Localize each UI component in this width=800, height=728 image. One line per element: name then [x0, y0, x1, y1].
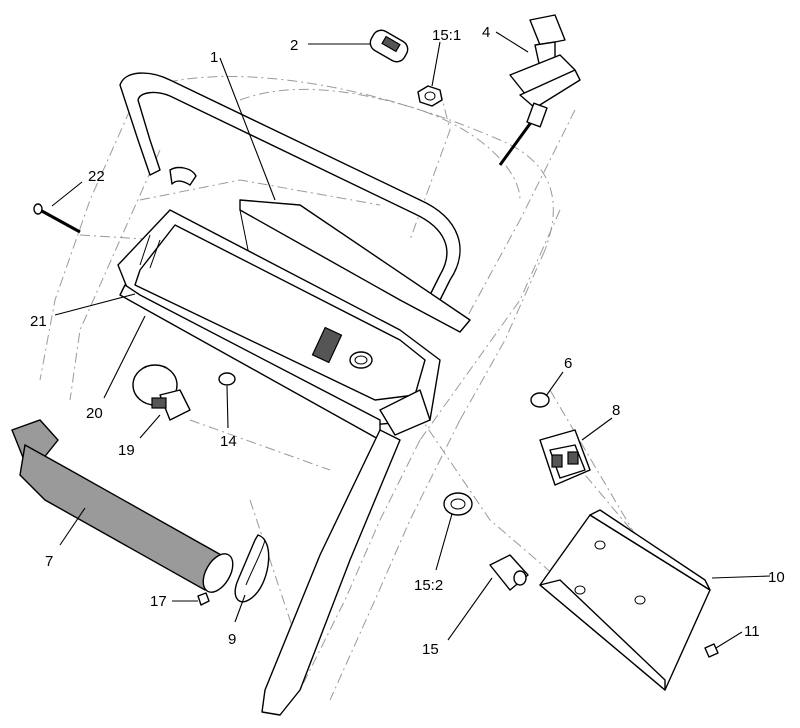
leader-20 [103, 315, 146, 399]
part-15-1-nut [417, 85, 443, 107]
callout-19: 19 [118, 442, 135, 459]
callout-11: 11 [744, 623, 760, 640]
callout-labels: 1 2 15:1 4 22 21 20 19 14 6 8 7 15:2 10 … [30, 24, 785, 658]
callout-10: 10 [768, 569, 785, 586]
callout-1: 1 [210, 49, 218, 66]
callout-8: 8 [612, 402, 620, 419]
callout-15-1: 15:1 [432, 27, 461, 44]
lower-frame-tube [261, 429, 401, 716]
callout-7: 7 [45, 553, 53, 570]
leader-9 [234, 594, 246, 623]
leader-10 [711, 575, 771, 579]
leader-15-1 [431, 41, 441, 87]
callout-2: 2 [290, 37, 298, 54]
leader-1 [219, 57, 276, 201]
part-2-key-switch [369, 29, 409, 63]
part-14-nut [218, 372, 236, 386]
leader-11 [715, 631, 743, 649]
bail-handle [119, 72, 461, 301]
part-15-plug [489, 554, 529, 591]
leader-6 [545, 371, 564, 397]
part-8-switch [539, 429, 591, 486]
part-17-screw [197, 592, 210, 606]
part-6-nut [530, 392, 550, 408]
callout-6: 6 [564, 355, 572, 372]
callout-22: 22 [88, 168, 105, 185]
callout-21: 21 [30, 313, 47, 330]
callout-20: 20 [86, 405, 103, 422]
part-20-control-panel [117, 209, 441, 441]
part-19-knob [132, 364, 191, 421]
part-4-throttle-control [498, 14, 581, 166]
part-7-cylinder [11, 419, 234, 593]
leader-7 [59, 507, 86, 546]
leader-19 [139, 414, 161, 439]
callout-4: 4 [482, 24, 490, 41]
leader-4 [495, 31, 529, 53]
leader-14 [226, 385, 229, 429]
leader-lines [51, 31, 771, 649]
leader-22 [51, 181, 83, 207]
part-10-bracket [539, 509, 711, 691]
part-11-screw [704, 643, 719, 658]
leader-15 [447, 577, 493, 641]
part-9-strap [234, 534, 270, 603]
callout-14: 14 [220, 433, 237, 450]
leader-15-2 [435, 513, 453, 571]
callout-9: 9 [228, 631, 236, 648]
part-15-2-grommet [443, 492, 473, 516]
leader-21 [54, 293, 136, 316]
leader-8 [581, 417, 613, 441]
handle-frame-phantom [39, 75, 691, 701]
part-22-bolt [33, 203, 81, 234]
callout-15: 15 [422, 641, 439, 658]
callout-15-2: 15:2 [414, 577, 443, 594]
callout-17: 17 [150, 593, 167, 610]
